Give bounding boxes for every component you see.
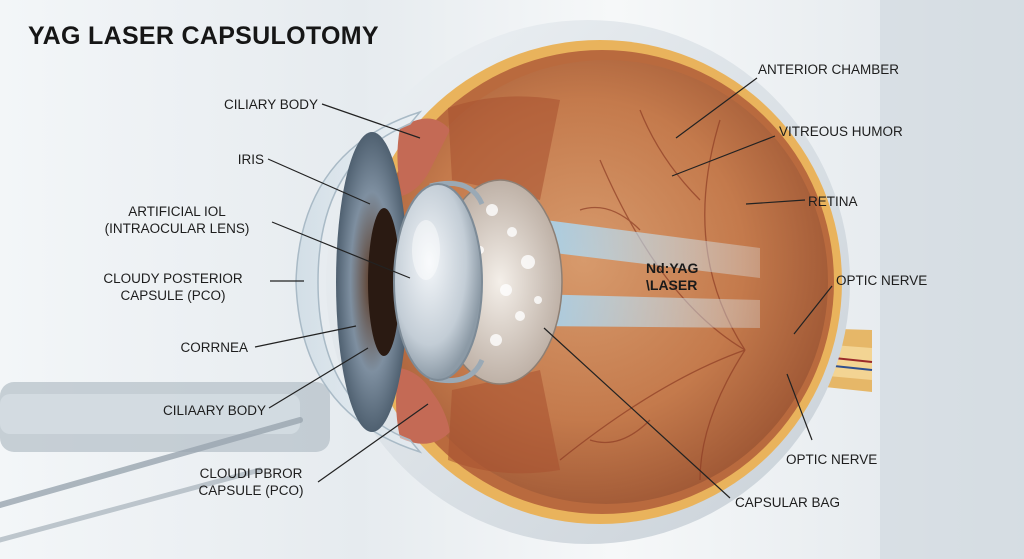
label-cornea: CORRNEA xyxy=(180,340,248,355)
leader-lines xyxy=(254,77,833,499)
label-cloudi-pbror-line2: CAPSULE (PCO) xyxy=(198,483,304,498)
label-optic-nerve-lower: OPTIC NERVE xyxy=(786,452,878,467)
label-laser-line1: Nd:YAG xyxy=(646,260,699,276)
label-cloudy-posterior-capsule: CLOUDY POSTERIOR CAPSULE (PCO) xyxy=(80,270,266,304)
cornea xyxy=(295,110,423,454)
label-artificial-iol-line1: ARTIFICIAL IOL xyxy=(128,204,226,219)
label-artificial-iol-line2: (INTRAOCULAR LENS) xyxy=(104,221,250,236)
label-cloudy-posterior-line2: CAPSULE (PCO) xyxy=(120,288,226,303)
label-capsular-bag: CAPSULAR BAG xyxy=(735,495,841,510)
label-optic-nerve-upper: OPTIC NERVE xyxy=(836,273,928,288)
label-ciliary-body-bottom: CILIAARY BODY xyxy=(162,403,266,418)
diagram-title: YAG LASER CAPSULOTOMY xyxy=(28,22,379,50)
label-nd-yag-laser: Nd:YAG \LASER xyxy=(646,260,698,294)
label-anterior-chamber: ANTERIOR CHAMBER xyxy=(758,62,900,77)
label-cloudi-pbror-capsule: CLOUDI PBROR CAPSULE (PCO) xyxy=(188,465,314,499)
intraocular-lens xyxy=(393,180,485,384)
ciliary-body xyxy=(396,96,560,474)
label-ciliary-body-top: CILIARY BODY xyxy=(223,97,318,112)
label-cloudi-pbror-line1: CLOUDI PBROR xyxy=(199,466,303,481)
laser-beam xyxy=(530,218,760,328)
label-retina: RETINA xyxy=(808,194,858,209)
label-artificial-iol: ARTIFICIAL IOL (INTRAOCULAR LENS) xyxy=(92,203,262,237)
label-iris: IRIS xyxy=(237,152,264,167)
label-vitreous-humor: VITREOUS HUMOR xyxy=(779,124,903,139)
label-laser-line2: \LASER xyxy=(646,277,698,293)
label-cloudy-posterior-line1: CLOUDY POSTERIOR xyxy=(103,271,243,286)
